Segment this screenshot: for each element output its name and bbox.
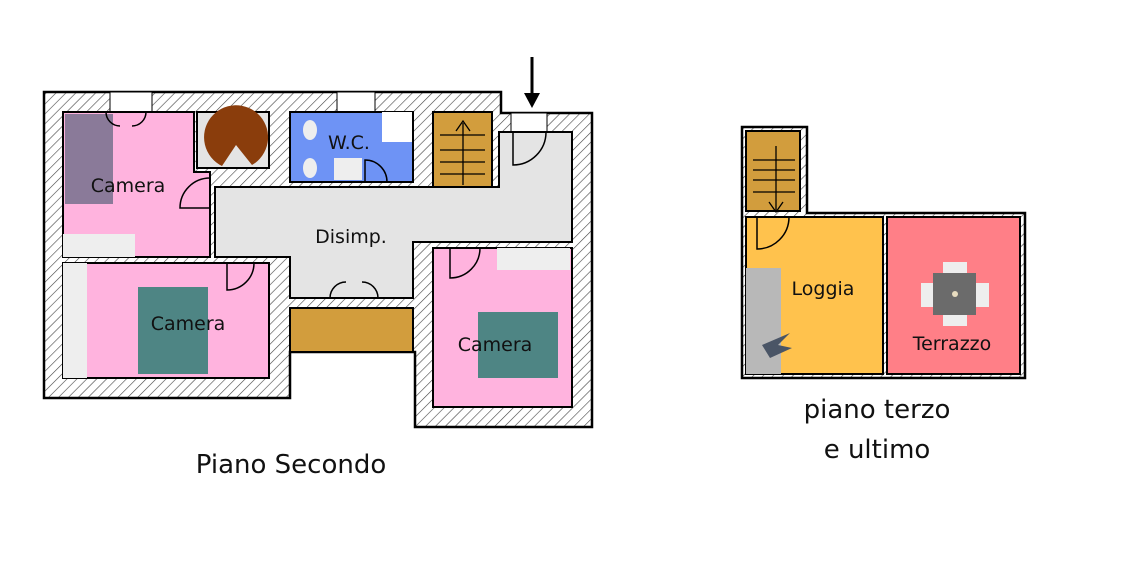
room-label-terrace: Terrazzo xyxy=(912,333,992,355)
door xyxy=(364,159,388,183)
bed-icon xyxy=(65,114,113,204)
entrance-opening xyxy=(510,112,548,133)
sink-icon xyxy=(334,158,362,180)
stairs-up-icon xyxy=(440,119,485,185)
door xyxy=(226,262,255,291)
door xyxy=(329,281,379,299)
stairs-down xyxy=(745,130,801,212)
wardrobe xyxy=(497,248,570,270)
stairs-down-icon xyxy=(753,146,795,214)
floor-title-second: Piano Secondo xyxy=(196,450,387,480)
planter xyxy=(746,268,781,374)
room-label-loggia: Loggia xyxy=(792,278,855,300)
floor-title-third-line1: piano terzo xyxy=(804,395,951,425)
door xyxy=(105,111,147,127)
window xyxy=(109,91,153,113)
floor-title-third-line2: e ultimo xyxy=(824,435,931,465)
room-label-bathroom: W.C. xyxy=(328,132,370,154)
door xyxy=(449,247,481,279)
bed-icon xyxy=(478,312,558,378)
door xyxy=(756,216,790,250)
hallway xyxy=(214,131,573,299)
bed-icon xyxy=(138,287,208,374)
wardrobe xyxy=(63,234,135,257)
room-label-bedroom-3: Camera xyxy=(458,334,533,356)
room-label-hallway: Disimp. xyxy=(315,226,387,248)
entrance-arrow-icon xyxy=(524,57,540,108)
room-label-bedroom-2: Camera xyxy=(151,313,226,335)
third-floor-plan: Loggia Terrazzo piano terzo e ultimo xyxy=(740,125,1027,465)
closet xyxy=(289,307,414,353)
door xyxy=(512,131,547,166)
second-floor-plan: Camera W.C. Disimp. Camera Camera Piano … xyxy=(42,57,594,480)
plant-icon xyxy=(762,333,792,358)
wardrobe xyxy=(63,263,87,378)
bidet-icon xyxy=(303,158,317,178)
window xyxy=(336,91,376,113)
shower-icon xyxy=(382,112,412,142)
spiral-stair-icon xyxy=(204,105,269,166)
room-label-bedroom-1: Camera xyxy=(91,175,166,197)
table-chairs-icon xyxy=(921,262,989,326)
toilet-icon xyxy=(303,120,317,140)
door xyxy=(179,177,211,209)
